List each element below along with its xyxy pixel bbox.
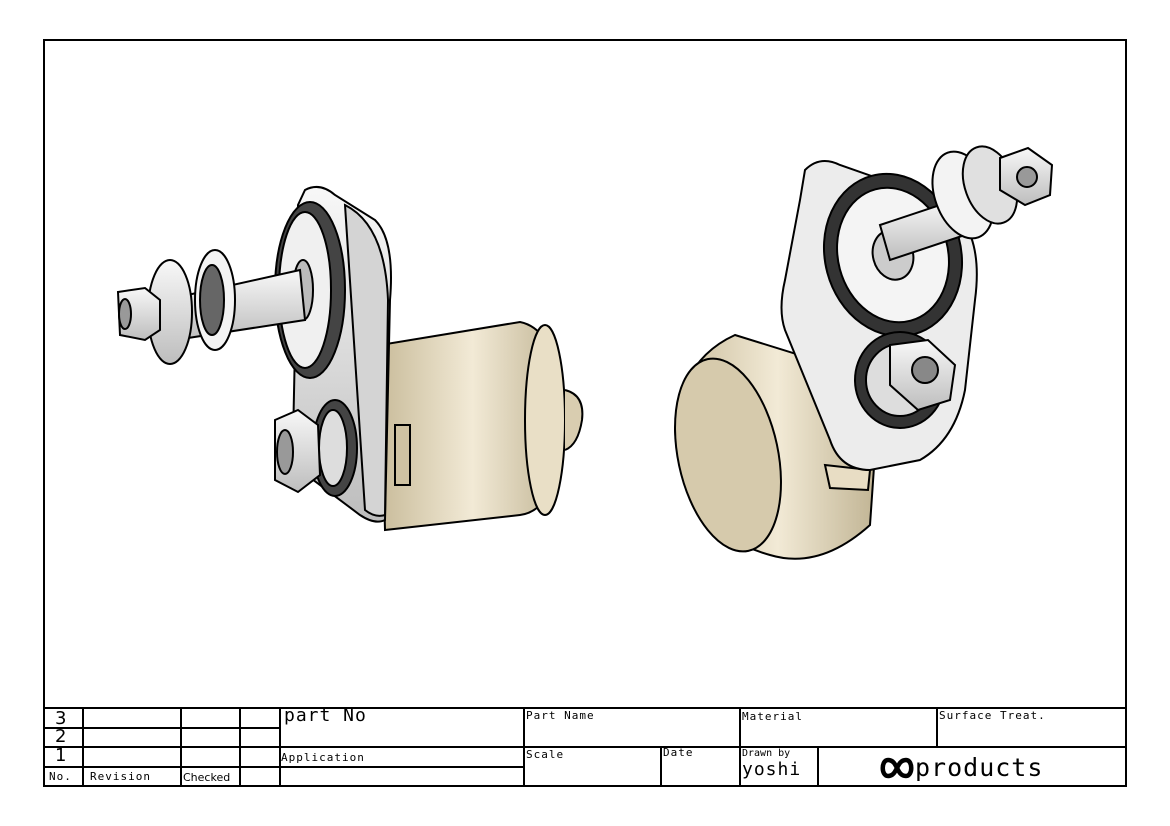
- left-small-gear: [312, 399, 358, 497]
- infinity-logo-icon: [880, 757, 914, 779]
- left-hex-nut-lower: [274, 408, 322, 494]
- revision-row-3: 3: [55, 708, 67, 729]
- right-hex-nut-lower: [889, 338, 957, 412]
- application-label: Application: [281, 751, 365, 764]
- header-checked: Checked: [183, 771, 231, 784]
- part-name-label: Part Name: [526, 709, 595, 722]
- title-block: 3 2 1 No. Revision Checked part No Appli…: [43, 707, 1127, 787]
- title-block-grid: [43, 707, 1127, 787]
- scale-label: Scale: [526, 748, 565, 761]
- revision-row-2: 2: [55, 726, 67, 747]
- left-motor-body: [378, 320, 584, 532]
- material-label: Material: [742, 710, 803, 723]
- part-no-label: part No: [284, 705, 367, 726]
- left-view-assembly: [116, 185, 584, 532]
- date-label: Date: [663, 746, 694, 759]
- surface-treat-label: Surface Treat.: [939, 709, 1046, 722]
- header-no: No.: [49, 770, 72, 783]
- drawn-by-label: Drawn by: [742, 748, 791, 759]
- header-revision: Revision: [90, 770, 151, 783]
- left-output-shaft: [147, 249, 307, 365]
- right-view-assembly: [673, 145, 1054, 560]
- left-hex-nut-shaft: [116, 286, 161, 342]
- right-hex-nut-shaft: [999, 146, 1054, 207]
- drawing-frame: [43, 39, 1127, 787]
- company-name: products: [915, 753, 1044, 782]
- drawn-by-value: yoshi: [742, 759, 802, 780]
- revision-row-1: 1: [55, 745, 67, 766]
